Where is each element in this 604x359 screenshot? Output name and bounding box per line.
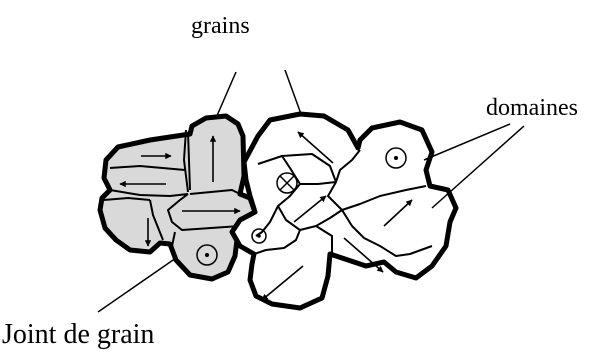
grain-cluster-shaded bbox=[100, 116, 255, 279]
label-joint-de-grain: Joint de grain bbox=[2, 321, 154, 349]
leader-line-domaines-2 bbox=[432, 126, 524, 208]
leader-line-grains-left bbox=[216, 72, 236, 118]
label-grains: grains bbox=[191, 14, 250, 38]
grain-outline bbox=[232, 114, 456, 308]
label-domaines: domaines bbox=[486, 96, 578, 120]
leader-line-domaines-1 bbox=[424, 124, 510, 160]
grain-cluster-white bbox=[232, 114, 456, 308]
leader-line-grains-right bbox=[285, 70, 301, 114]
leader-line-joint bbox=[98, 258, 176, 312]
